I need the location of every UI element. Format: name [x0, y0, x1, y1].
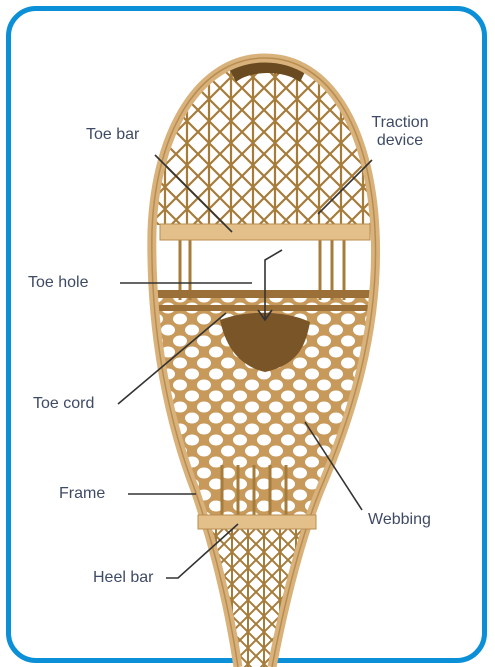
toe-bar: [160, 224, 370, 240]
label-toe-hole: Toe hole: [28, 274, 89, 292]
label-traction-line2: device: [362, 132, 438, 150]
label-frame: Frame: [59, 485, 105, 503]
label-toe-cord: Toe cord: [33, 395, 94, 413]
label-toe-bar: Toe bar: [86, 126, 139, 144]
label-webbing: Webbing: [368, 511, 431, 529]
heel-bar: [198, 515, 316, 529]
label-traction-device: Traction device: [362, 114, 438, 150]
webbing-area: [140, 55, 390, 667]
label-heel-bar: Heel bar: [93, 569, 153, 587]
label-traction-line1: Traction: [362, 114, 438, 132]
